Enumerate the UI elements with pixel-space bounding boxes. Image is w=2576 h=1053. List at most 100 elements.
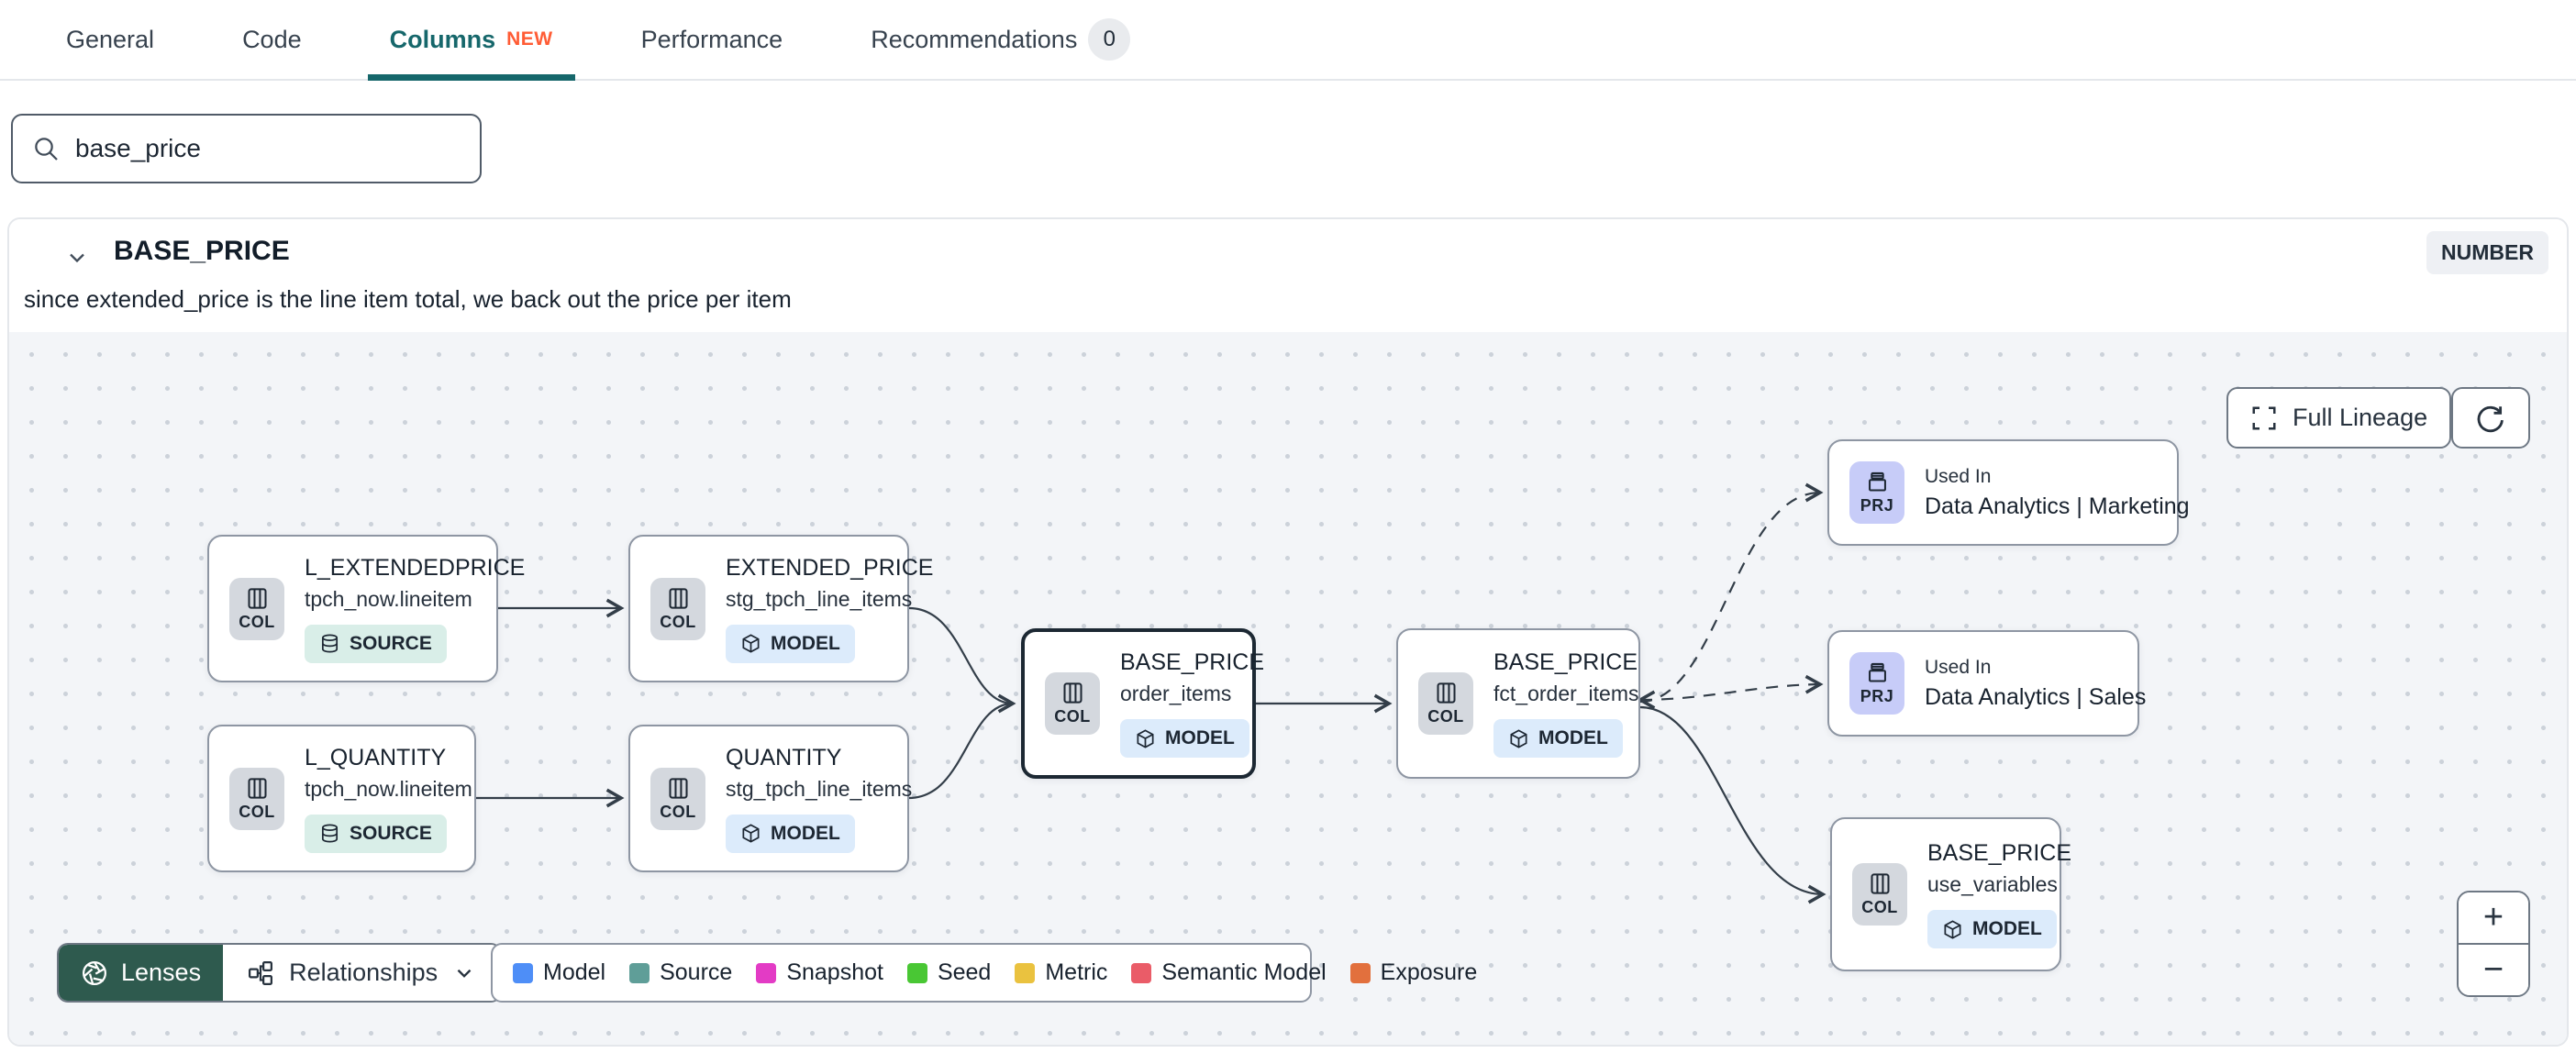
model-badge: MODEL [1927, 910, 2057, 948]
node-title: BASE_PRICE [1493, 649, 1638, 675]
node-title: BASE_PRICE [1927, 840, 2072, 866]
node-title: EXTENDED_PRICE [726, 554, 934, 581]
legend-label: Model [543, 959, 606, 985]
type-badge-label: MODEL [771, 822, 840, 844]
legend-chip [1015, 962, 1036, 983]
zoom-out-button[interactable]: − [2459, 943, 2528, 995]
columns-icon [247, 587, 267, 609]
legend-item-metric: Metric [1015, 959, 1107, 986]
node-subtitle: stg_tpch_line_items [726, 776, 913, 801]
full-lineage-button[interactable]: Full Lineage [2226, 387, 2452, 449]
resource-badge-label: PRJ [1860, 496, 1894, 515]
expand-icon [2252, 406, 2276, 429]
resource-badge-label: COL [1861, 898, 1898, 916]
lens-toolbar: Lenses Relationships [57, 943, 503, 1003]
model-badge: MODEL [1493, 719, 1623, 758]
cube-icon [1510, 728, 1527, 748]
legend-label: Metric [1045, 959, 1108, 985]
search-icon [35, 138, 58, 161]
legend-label: Exposure [1380, 959, 1478, 985]
resource-badge-label: COL [660, 802, 696, 821]
column-resource-badge: COL [650, 767, 705, 830]
legend-chip [906, 962, 927, 983]
lineage-node-base-price-use-variables[interactable]: COL BASE_PRICE use_variables MODEL [1830, 817, 2072, 971]
column-resource-badge: COL [1045, 672, 1100, 735]
node-subtitle: fct_order_items [1493, 682, 1639, 705]
source-badge: SOURCE [305, 624, 447, 663]
chevron-down-icon [457, 969, 472, 978]
columns-icon [247, 777, 267, 799]
node-title: L_EXTENDEDPRICE [305, 554, 526, 581]
project-resource-badge: PRJ [1849, 461, 1904, 524]
node-subtitle: order_items [1120, 682, 1232, 705]
legend-chip [1349, 962, 1371, 983]
relationships-icon [249, 960, 273, 985]
archive-icon [1868, 471, 1886, 492]
resource-badge-label: COL [1427, 707, 1464, 726]
lineage-node-base-price-order-items[interactable]: COL BASE_PRICE order_items MODEL [1021, 628, 1265, 779]
lineage-node-used-in-marketing[interactable]: PRJ Used In Data Analytics | Marketing [1827, 439, 2190, 546]
resource-badge-label: COL [239, 802, 275, 821]
column-resource-badge: COL [229, 767, 284, 830]
column-resource-badge: COL [229, 577, 284, 640]
node-subtitle: use_variables [1927, 872, 2058, 896]
lineage-node-used-in-sales[interactable]: PRJ Used In Data Analytics | Sales [1827, 630, 2146, 737]
source-badge: SOURCE [305, 814, 447, 853]
columns-icon [1062, 682, 1083, 704]
project-resource-badge: PRJ [1849, 652, 1904, 715]
cube-icon [742, 824, 760, 843]
tab-code[interactable]: Code [220, 0, 324, 79]
collapse-toggle[interactable] [61, 241, 94, 274]
columns-icon [1870, 873, 1890, 894]
type-badge-label: SOURCE [350, 632, 432, 654]
column-panel-header: BASE_PRICE NUMBER since extended_price i… [9, 219, 2567, 332]
type-badge-label: SOURCE [350, 822, 432, 844]
search-input[interactable] [75, 134, 461, 163]
legend-chip [1131, 962, 1152, 983]
legend-item-exposure: Exposure [1349, 959, 1478, 986]
archive-icon [1868, 662, 1886, 682]
lineage-node-quantity[interactable]: COL QUANTITY stg_tpch_line_items MODEL [628, 725, 913, 872]
column-panel: BASE_PRICE NUMBER since extended_price i… [7, 217, 2569, 1047]
lineage-canvas[interactable]: COL L_EXTENDEDPRICE tpch_now.lineitem SO… [9, 332, 2567, 1045]
relationships-dropdown[interactable]: Relationships [223, 945, 501, 1001]
type-badge-label: MODEL [771, 632, 840, 654]
column-resource-badge: COL [1852, 863, 1907, 926]
zoom-in-button[interactable]: + [2459, 892, 2528, 943]
tab-label: Code [242, 25, 302, 53]
used-in-label: Used In [1925, 656, 1992, 678]
data-type-badge: NUMBER [2426, 231, 2548, 274]
tab-columns[interactable]: Columns NEW [367, 0, 575, 81]
refresh-button[interactable] [2451, 387, 2530, 449]
new-badge: NEW [506, 28, 553, 50]
tab-recommendations[interactable]: Recommendations 0 [849, 0, 1152, 79]
zoom-controls: + − [2457, 891, 2530, 997]
lenses-label: Lenses [121, 959, 202, 986]
tab-general[interactable]: General [44, 0, 176, 79]
legend-label: Snapshot [786, 959, 883, 985]
lineage-node-l-quantity[interactable]: COL L_QUANTITY tpch_now.lineitem SOURCE [207, 725, 476, 872]
cube-icon [742, 634, 760, 653]
lineage-node-base-price-fct-order-items[interactable]: COL BASE_PRICE fct_order_items MODEL [1396, 628, 1640, 779]
legend-label: Source [660, 959, 733, 985]
column-search[interactable] [11, 114, 482, 183]
used-in-label: Used In [1925, 465, 1992, 487]
tab-label: General [66, 25, 155, 53]
type-badge-label: MODEL [1538, 727, 1608, 748]
column-description: since extended_price is the line item to… [24, 285, 792, 313]
type-badge-label: MODEL [1165, 727, 1235, 748]
lenses-button[interactable]: Lenses [59, 945, 224, 1001]
tab-performance[interactable]: Performance [619, 0, 805, 79]
model-badge: MODEL [1120, 719, 1249, 758]
tab-label: Recommendations [871, 25, 1078, 53]
node-title: BASE_PRICE [1120, 649, 1265, 675]
lineage-node-extended-price[interactable]: COL EXTENDED_PRICE stg_tpch_line_items M… [628, 535, 934, 682]
model-badge: MODEL [726, 624, 855, 663]
node-title: L_QUANTITY [305, 744, 447, 770]
legend-chip [629, 962, 650, 983]
legend-item-seed: Seed [906, 959, 991, 986]
column-name: BASE_PRICE [114, 236, 290, 266]
recommendations-count-badge: 0 [1088, 18, 1131, 61]
lineage-node-l-extendedprice[interactable]: COL L_EXTENDEDPRICE tpch_now.lineitem SO… [207, 535, 526, 682]
